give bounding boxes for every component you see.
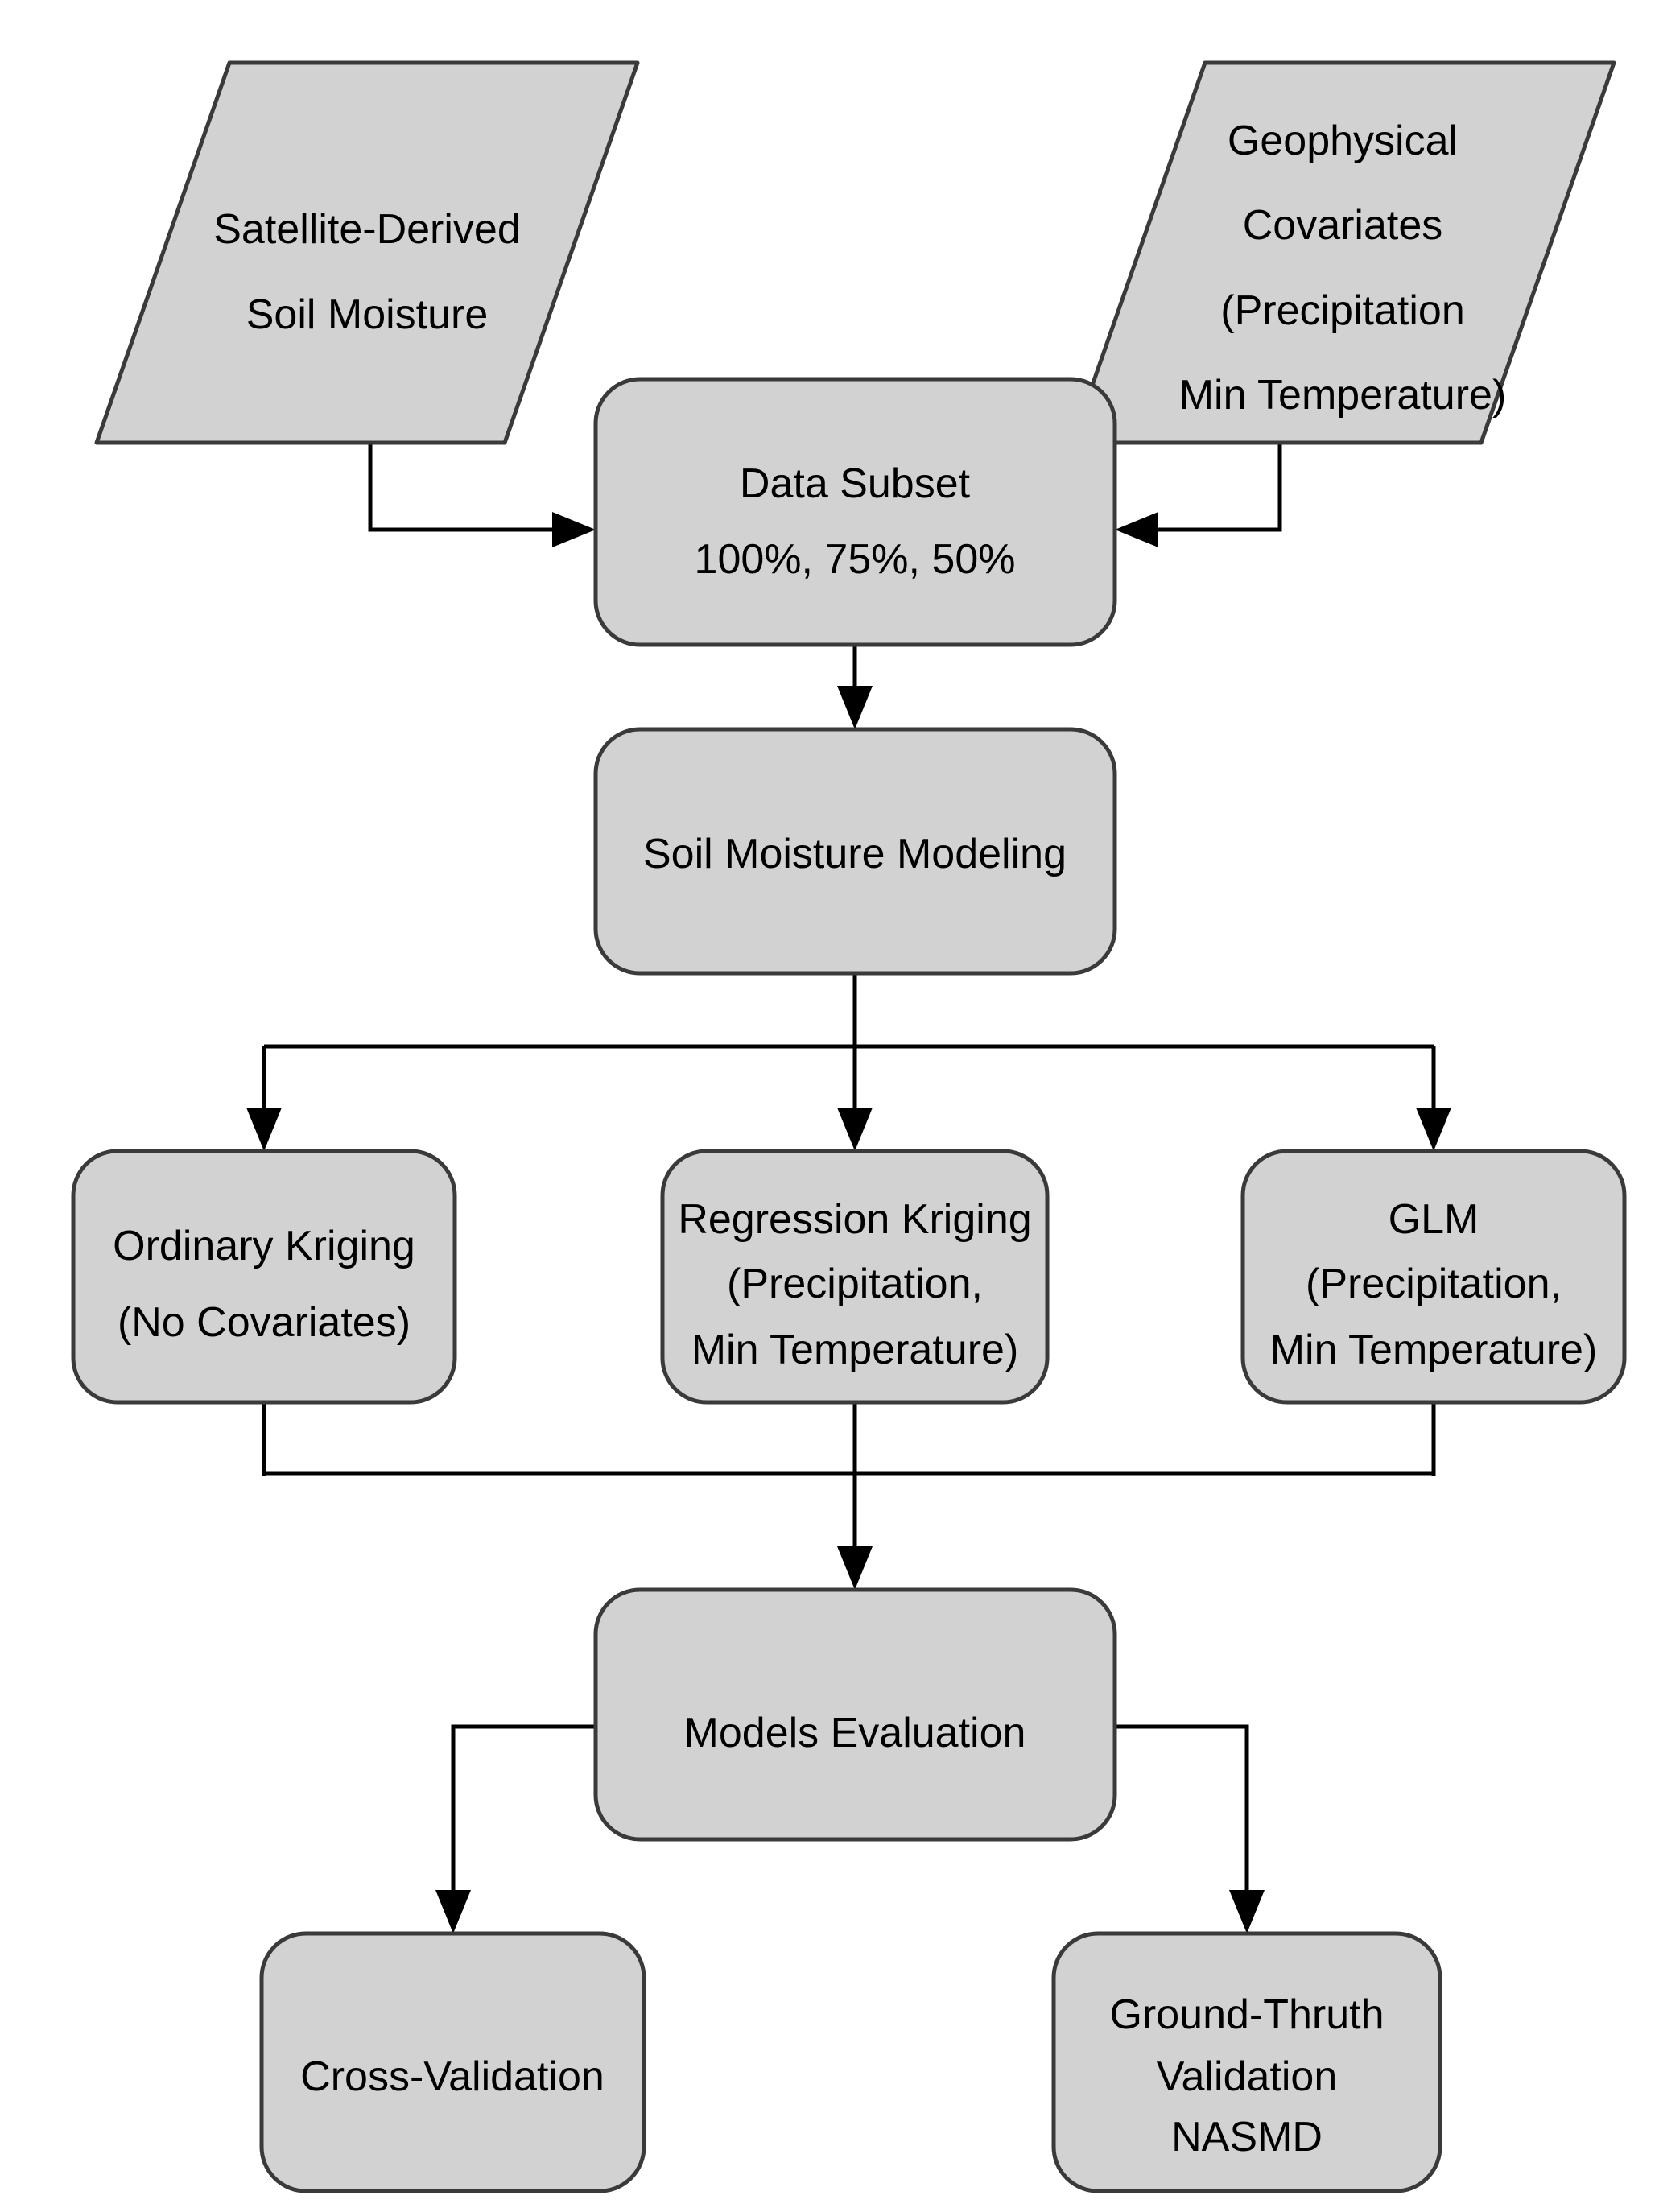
edge-geophysical-elbow-line [1156, 443, 1282, 532]
soil-moisture-modeling-label: Soil Moisture Modeling [643, 831, 1067, 877]
edge-satellite-elbow-line [368, 443, 555, 532]
ordinary-kriging-label-line2: (No Covariates) [118, 1299, 411, 1346]
geophysical-input-label-line4: Min Temperature) [1179, 372, 1507, 419]
cross-validation-box [259, 1931, 646, 2193]
geophysical-input-parallelogram [1070, 60, 1616, 445]
regression-kriging-label-line1: Regression Kriging [678, 1196, 1031, 1243]
edge-modeling-branch [246, 973, 1451, 1151]
data-subset-label-line1: Data Subset [740, 460, 971, 507]
edge-satellite-to-data-subset [368, 443, 596, 547]
geophysical-input-label-line1: Geophysical [1228, 118, 1458, 164]
regression-kriging-box [660, 1149, 1050, 1405]
satellite-input-label-line1: Satellite-Derived [213, 206, 521, 253]
regression-kriging-label-line2: (Precipitation, [727, 1261, 983, 1307]
node-cross-validation: Cross-Validation [259, 1931, 646, 2193]
node-data-subset: Data Subset 100%, 75%, 50% [593, 377, 1117, 647]
ground-truth-validation-label-line2: Validation [1157, 2053, 1338, 2100]
glm-box [1240, 1149, 1627, 1405]
geophysical-input-label-line2: Covariates [1243, 202, 1443, 249]
edge-evaluation-to-ground-truth [1115, 1724, 1265, 1933]
node-glm: GLM (Precipitation, Min Temperature) [1240, 1149, 1627, 1405]
data-subset-label-line2: 100%, 75%, 50% [695, 536, 1016, 583]
arrowhead-down-icon [837, 686, 873, 729]
models-evaluation-box [593, 1587, 1117, 1842]
arrowhead-down-icon [1229, 1890, 1265, 1933]
node-models-evaluation: Models Evaluation [593, 1587, 1117, 1842]
edge-ground-truth-elbow-line [1115, 1724, 1249, 1893]
regression-kriging-label-line3: Min Temperature) [691, 1327, 1019, 1373]
satellite-input-parallelogram [94, 60, 640, 445]
arrowhead-right-icon [552, 512, 596, 547]
edge-cross-validation-elbow-line [451, 1724, 596, 1893]
node-ordinary-kriging: Ordinary Kriging (No Covariates) [71, 1149, 457, 1405]
edge-data-subset-to-modeling [837, 645, 873, 729]
arrowhead-left-icon [1115, 512, 1158, 547]
glm-label-line3: Min Temperature) [1270, 1327, 1598, 1373]
node-satellite-input: Satellite-Derived Soil Moisture [94, 60, 640, 445]
ground-truth-validation-box [1051, 1931, 1442, 2193]
arrowhead-down-icon [837, 1546, 873, 1590]
soil-moisture-modeling-box [593, 727, 1117, 976]
cross-validation-label: Cross-Validation [300, 2053, 605, 2100]
satellite-input-label-line2: Soil Moisture [246, 291, 489, 338]
ground-truth-validation-label-line1: Ground-Thruth [1109, 1991, 1384, 2038]
edge-models-merge [262, 1402, 1436, 1590]
glm-label-line2: (Precipitation, [1306, 1261, 1562, 1307]
node-regression-kriging: Regression Kriging (Precipitation, Min T… [660, 1149, 1050, 1405]
node-geophysical-input: Geophysical Covariates (Precipitation Mi… [1070, 60, 1616, 445]
arrowhead-down-icon [435, 1890, 471, 1933]
node-soil-moisture-modeling: Soil Moisture Modeling [593, 727, 1117, 976]
ground-truth-validation-label-line3: NASMD [1171, 2114, 1323, 2160]
arrowhead-down-icon [837, 1108, 873, 1151]
ordinary-kriging-label-line1: Ordinary Kriging [113, 1223, 415, 1269]
arrowhead-down-icon [246, 1108, 282, 1151]
data-subset-box [593, 377, 1117, 647]
edge-geophysical-to-data-subset [1115, 443, 1282, 547]
edge-evaluation-to-cross-validation [435, 1724, 596, 1933]
glm-label-line1: GLM [1389, 1196, 1479, 1243]
geophysical-input-label-line3: (Precipitation [1220, 287, 1464, 334]
models-evaluation-label: Models Evaluation [684, 1710, 1026, 1756]
arrowhead-down-icon [1416, 1108, 1451, 1151]
node-ground-truth-validation: Ground-Thruth Validation NASMD [1051, 1931, 1442, 2193]
ordinary-kriging-box [71, 1149, 457, 1405]
